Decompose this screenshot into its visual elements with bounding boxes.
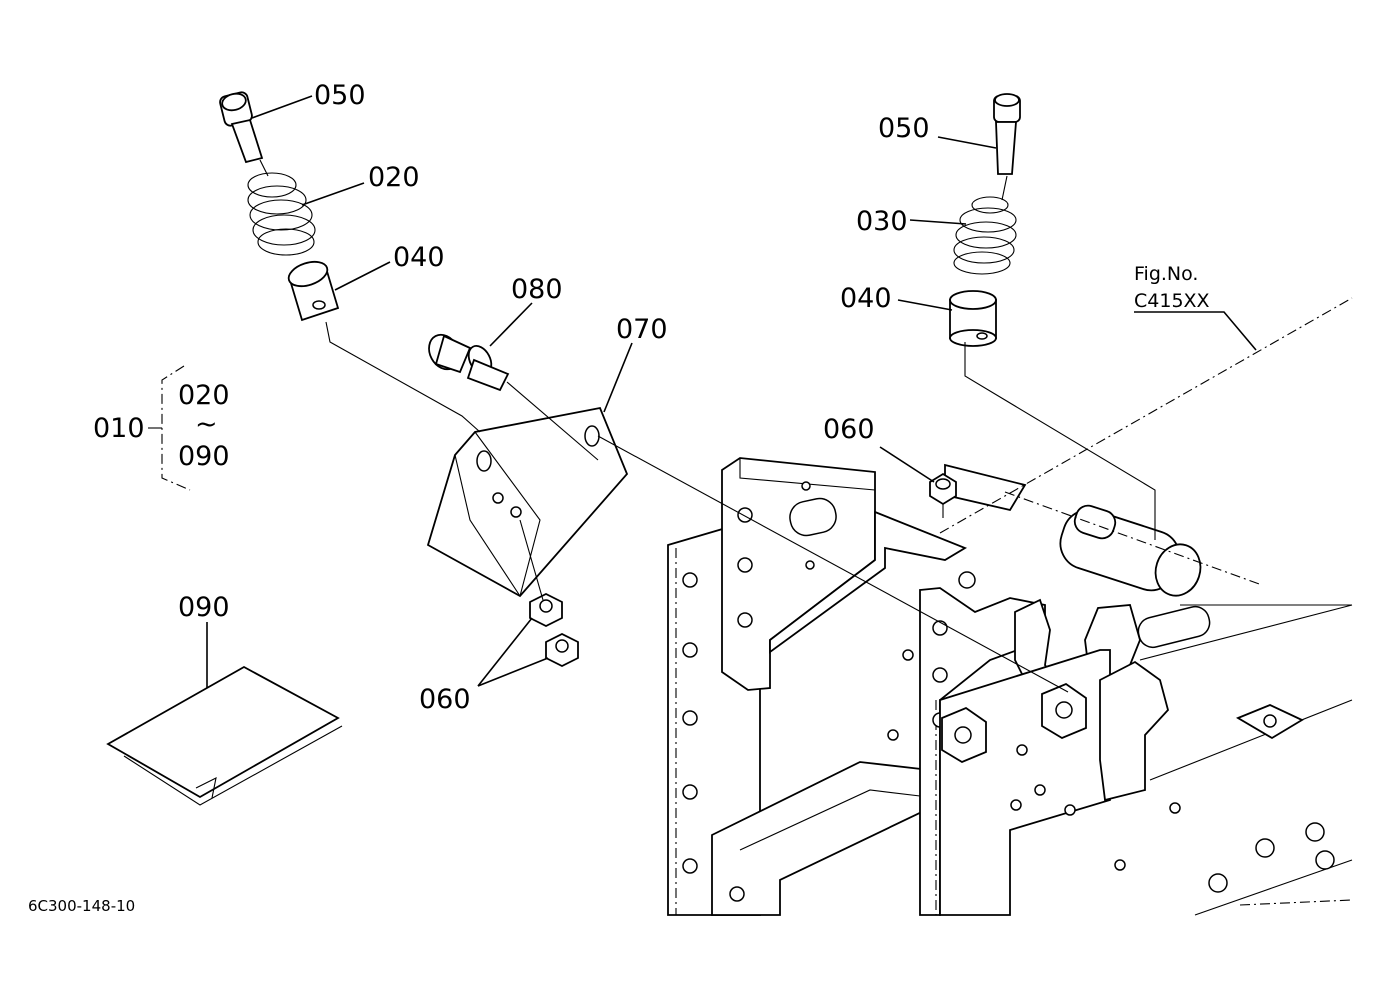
stud-bolt-080 (428, 333, 510, 392)
nut-060-lower-1 (529, 592, 563, 628)
fig-number-label: Fig.No. (1134, 263, 1198, 285)
fig-number-value: C415XX (1134, 290, 1210, 312)
label-040-right: 040 (840, 283, 892, 314)
spring-020-left (247, 172, 316, 256)
nut-060-lower-2 (545, 632, 579, 668)
spring-030-right (953, 196, 1017, 275)
instruction-sheet-090 (106, 665, 343, 806)
drawing-code: 6C300-148-10 (28, 897, 135, 915)
label-050-left: 050 (314, 80, 366, 111)
label-060-lower: 060 (419, 684, 471, 715)
group-bracket-010 (148, 365, 191, 491)
collar-040-left (287, 260, 340, 322)
bolt-050-left (219, 91, 264, 164)
label-040-left: 040 (393, 242, 445, 273)
part-labels: 050 020 040 080 070 050 030 040 060 060 … (28, 80, 1210, 915)
label-range-from: 020 (178, 380, 230, 411)
label-090: 090 (178, 592, 230, 623)
label-range-tilde: ~ (195, 409, 218, 440)
collar-040-right (949, 290, 997, 347)
leader-lines (206, 95, 1353, 906)
label-range-to: 090 (178, 441, 230, 472)
label-070: 070 (616, 314, 668, 345)
nut-060-upper (929, 472, 957, 506)
label-010: 010 (93, 413, 145, 444)
label-030: 030 (856, 206, 908, 237)
label-020-left: 020 (368, 162, 420, 193)
label-080: 080 (511, 274, 563, 305)
angle-bracket-070 (426, 406, 629, 598)
bolt-050-right (993, 93, 1021, 175)
label-060-upper: 060 (823, 414, 875, 445)
frame-assembly (667, 457, 1353, 916)
label-050-right: 050 (878, 113, 930, 144)
